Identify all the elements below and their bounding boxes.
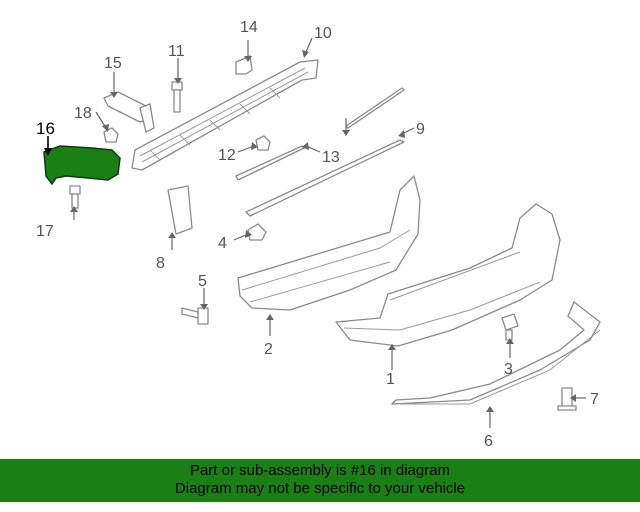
callout-12: 12 (218, 147, 236, 164)
callout-16: 16 (36, 119, 55, 138)
part-15-bracket[interactable] (103, 91, 155, 133)
part-11-bolt[interactable] (171, 81, 183, 113)
part-16-bracket[interactable] (43, 145, 121, 185)
callout-3: 3 (504, 361, 513, 378)
part-18-nut[interactable] (103, 127, 119, 143)
callout-16-arrow (44, 136, 52, 156)
callout-7: 7 (590, 391, 599, 408)
callout-15: 15 (104, 55, 122, 72)
callout-2: 2 (264, 341, 273, 358)
callout-11: 11 (168, 43, 185, 60)
callout-4: 4 (218, 235, 227, 252)
callout-13: 13 (322, 149, 340, 166)
part-13-trim-strip[interactable] (235, 145, 305, 181)
part-8-panel[interactable] (167, 185, 193, 235)
part-12-nut[interactable] (255, 135, 271, 151)
part-2-bumper-cover[interactable] (237, 175, 421, 311)
banner-line-2: Diagram may not be specific to your vehi… (174, 480, 466, 497)
part-5-bolt[interactable] (181, 307, 209, 325)
callout-14: 14 (240, 19, 258, 36)
callout-8: 8 (156, 255, 165, 272)
part-17-bolt[interactable] (69, 185, 81, 209)
part-6-valance[interactable] (391, 301, 601, 405)
part-9-trim-strip[interactable] (245, 139, 405, 217)
callout-6: 6 (484, 433, 493, 450)
callout-17: 17 (36, 223, 54, 240)
parts-diagram: 14 10 11 15 18 16 17 12 13 9 8 4 5 2 1 3… (36, 19, 601, 450)
part-13-upper-trim[interactable] (345, 87, 405, 129)
leader-arrowheads (70, 50, 576, 412)
callout-5: 5 (198, 273, 207, 290)
banner-line-1: Part or sub-assembly is #16 in diagram (189, 462, 451, 479)
callout-1: 1 (386, 371, 395, 388)
part-4-grommet[interactable] (247, 223, 267, 241)
part-info-banner: Part or sub-assembly is #16 in diagram D… (0, 459, 640, 502)
part-3-fastener[interactable] (501, 313, 519, 341)
part-10-reinforcement-beam[interactable] (131, 59, 319, 171)
callout-10: 10 (314, 25, 332, 42)
callout-18: 18 (74, 105, 92, 122)
callout-9: 9 (416, 121, 425, 138)
part-1-bumper-cover[interactable] (335, 203, 561, 347)
